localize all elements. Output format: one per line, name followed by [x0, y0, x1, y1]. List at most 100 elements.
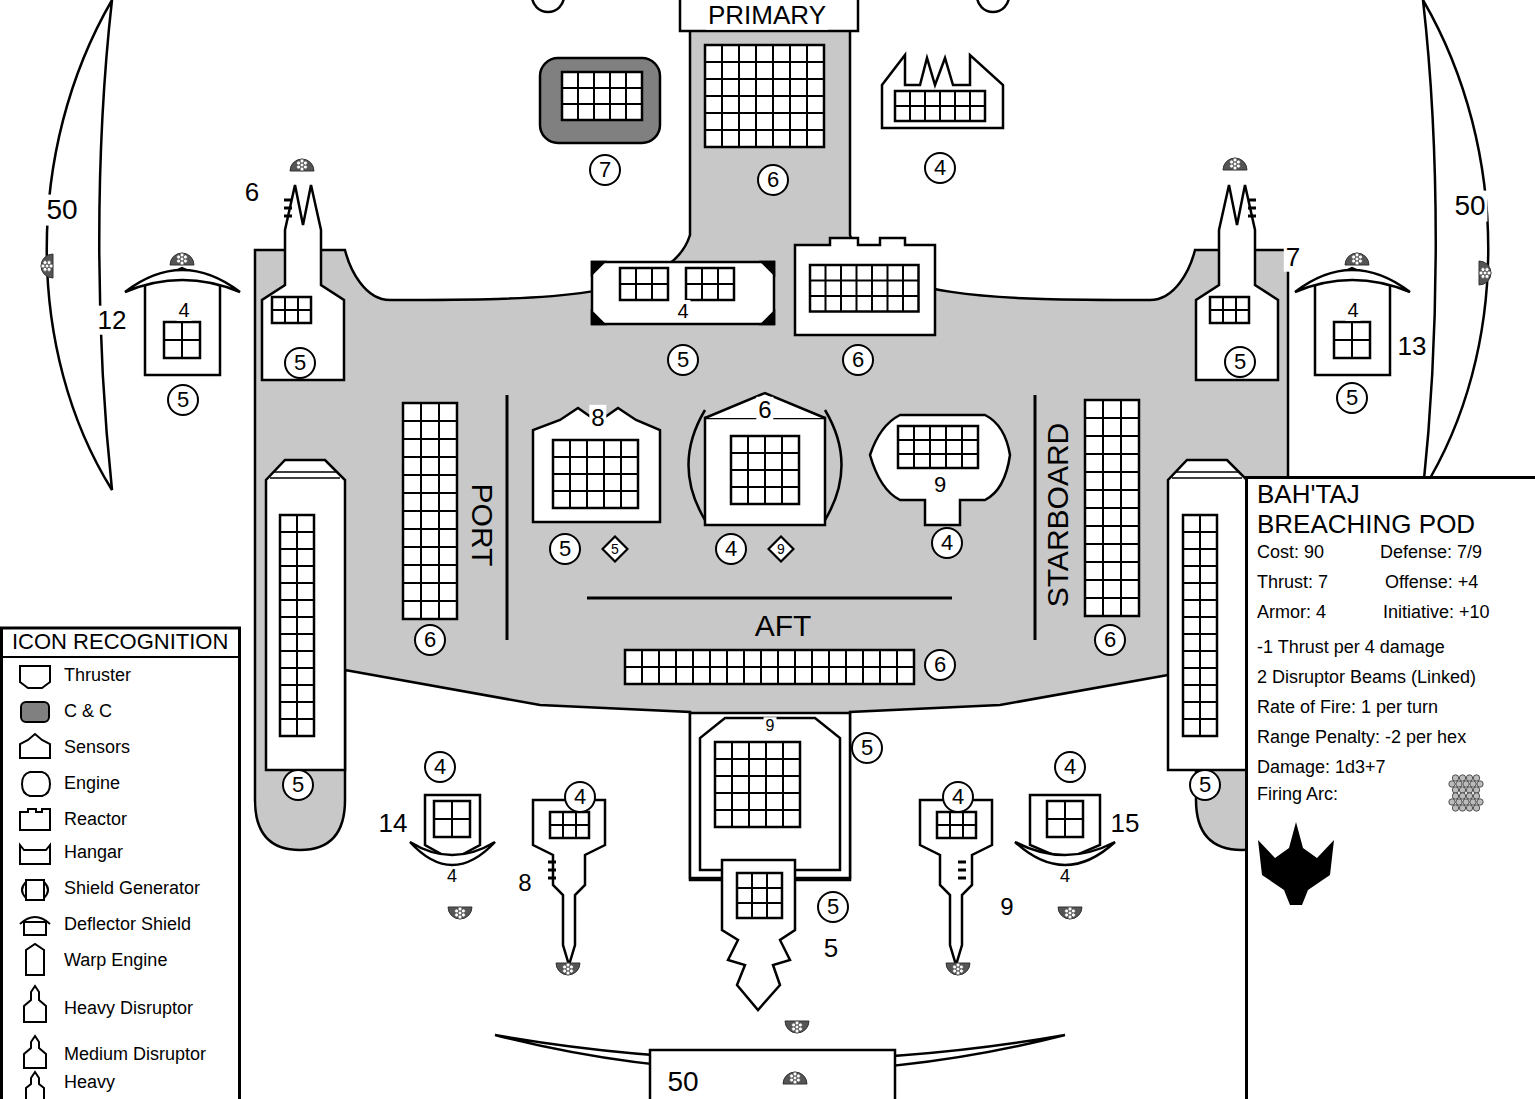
hex-cell — [1459, 805, 1465, 811]
box-grid — [895, 91, 985, 121]
box-grid — [731, 436, 799, 504]
box-lines — [1334, 322, 1370, 358]
callout-number: 6 — [852, 349, 864, 371]
stat-line: 2 Disruptor Beams (Linked) — [1257, 668, 1476, 688]
callout-number: 5 — [292, 774, 304, 796]
hull — [255, 0, 1288, 880]
legend-text: Heavy Disruptor — [64, 999, 193, 1019]
callout-label: 12 — [96, 306, 129, 335]
box-lines — [272, 297, 311, 323]
box-grid — [1183, 515, 1217, 736]
box-grid — [1334, 322, 1370, 358]
legend-text: Reactor — [64, 810, 127, 830]
box-lines — [686, 268, 734, 300]
hex-cell — [1452, 793, 1458, 799]
callout-circle: 5 — [167, 384, 199, 416]
legend-text: Medium Disruptor — [64, 1045, 206, 1065]
callout-number: 5 — [861, 737, 873, 759]
firing-arc-hexes — [1449, 775, 1483, 811]
callout-circle: 6 — [924, 649, 956, 681]
legend-text: Heavy — [64, 1073, 115, 1093]
hex-cell — [1459, 787, 1465, 793]
hex-cell — [1466, 805, 1472, 811]
callout-label: 4 — [675, 300, 690, 322]
diamond-number: 5 — [601, 535, 629, 563]
callout-circle: 4 — [1054, 751, 1086, 783]
callout-number: 5 — [1199, 774, 1211, 796]
box-grid — [562, 72, 642, 120]
callout-label: 9 — [932, 473, 948, 497]
callout-number: 5 — [1346, 387, 1358, 409]
box-lines — [562, 72, 642, 120]
callout-label: 8 — [589, 405, 606, 431]
callout-label: PORT — [466, 482, 499, 569]
diamond-number: 9 — [767, 535, 795, 563]
box-grid — [715, 742, 800, 827]
hex-cell — [1459, 793, 1465, 799]
legend-text: Hangar — [64, 843, 123, 863]
hex-cell — [1456, 799, 1462, 805]
box-grid — [1210, 297, 1249, 323]
hex-cell — [1473, 775, 1479, 781]
callout-circle: 4 — [924, 152, 956, 184]
callout-number: 4 — [434, 756, 446, 778]
hex-cell — [1449, 799, 1455, 805]
box-grid — [550, 812, 589, 838]
callout-label: STARBOARD — [1041, 421, 1074, 609]
hex-cell — [1466, 793, 1472, 799]
legend-text: Deflector Shield — [64, 915, 191, 935]
callout-circle: 5 — [549, 533, 581, 565]
callout-label: 4 — [1058, 867, 1072, 887]
legend-text: C & C — [64, 702, 112, 722]
box-grid — [737, 873, 782, 918]
callout-number: 4 — [574, 786, 586, 808]
callout-label: 9 — [998, 894, 1015, 920]
box-grid — [625, 650, 914, 684]
callout-circle: 6 — [757, 164, 789, 196]
hex-cell — [1473, 793, 1479, 799]
box-lines — [625, 650, 914, 684]
callout-circle: 6 — [842, 344, 874, 376]
diamond-shape — [769, 537, 794, 562]
callout-label: 4 — [176, 299, 191, 321]
box-grid — [403, 403, 457, 619]
callout-number: 5 — [827, 896, 839, 918]
box-lines — [810, 265, 919, 312]
box-lines — [705, 45, 824, 147]
box-lines — [1210, 297, 1249, 323]
box-grid — [272, 297, 311, 323]
callout-circle: 5 — [1224, 346, 1256, 378]
hex-cell — [1463, 799, 1469, 805]
stat-line: Offense: +4 — [1385, 573, 1478, 593]
callout-label: 14 — [377, 809, 410, 838]
callout-number: 9 — [777, 542, 785, 556]
callout-number: 4 — [934, 157, 946, 179]
hex-cell — [1452, 805, 1458, 811]
hex-cell — [1466, 775, 1472, 781]
diamond-shape — [603, 537, 628, 562]
hex-cell — [1452, 787, 1458, 793]
box-grid — [937, 812, 976, 838]
callout-number: 5 — [677, 349, 689, 371]
box-lines — [1183, 515, 1217, 736]
hex-cell — [1463, 781, 1469, 787]
callout-number: 7 — [599, 159, 611, 181]
hex-cell — [1477, 781, 1483, 787]
legend-title: ICON RECOGNITION — [10, 630, 230, 654]
hex-cell — [1470, 799, 1476, 805]
box-lines — [553, 440, 638, 508]
callout-label: 8 — [516, 870, 533, 896]
callout-circle: 5 — [667, 344, 699, 376]
box-lines — [550, 812, 589, 838]
callout-number: 6 — [1104, 629, 1116, 651]
box-grid — [280, 515, 314, 736]
stat-line: Damage: 1d3+7 — [1257, 758, 1386, 778]
callout-circle: 4 — [424, 751, 456, 783]
callout-label: 4 — [445, 867, 459, 887]
hex-cell — [1456, 781, 1462, 787]
hex-cell — [1459, 775, 1465, 781]
stat-line: Cost: 90 — [1257, 543, 1324, 563]
box-grid — [1047, 801, 1083, 837]
hex-cell — [1466, 787, 1472, 793]
stat-line: Initiative: +10 — [1383, 603, 1490, 623]
